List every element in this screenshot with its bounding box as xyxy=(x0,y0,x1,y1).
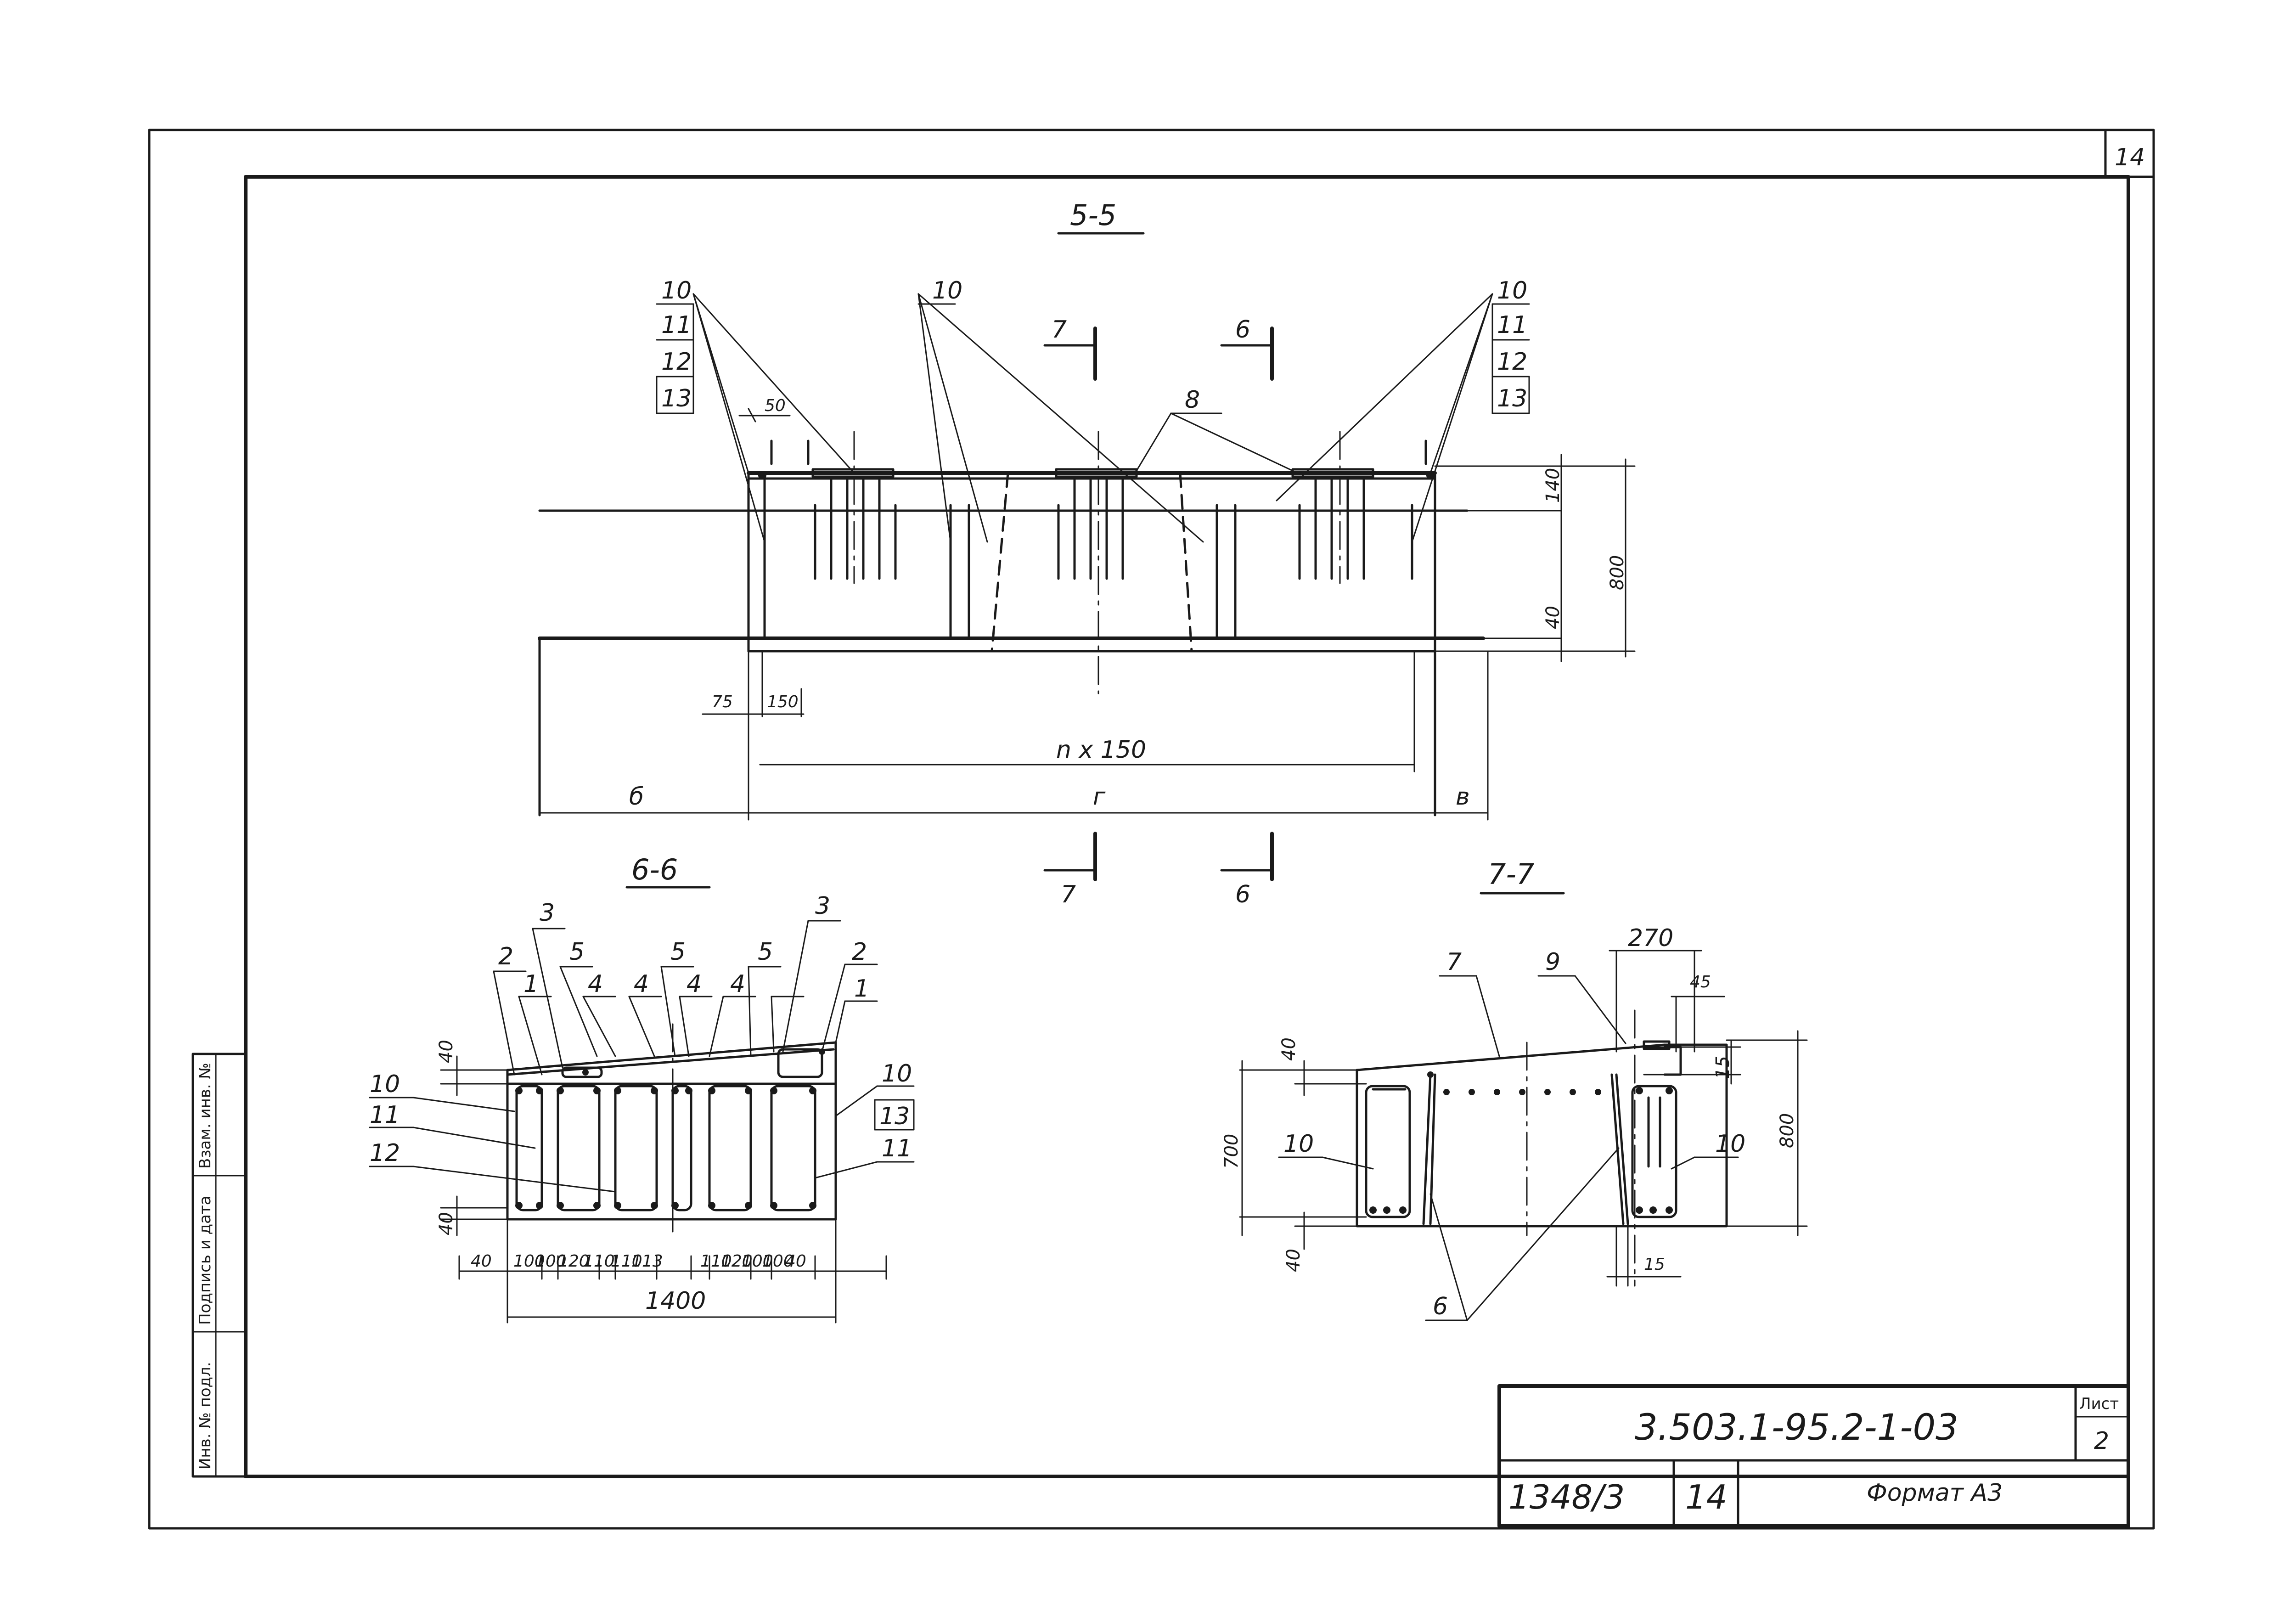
dim66-chain-8: 120 xyxy=(721,1252,753,1271)
left-stack-label-2: 11 xyxy=(661,311,692,339)
dim66-chain-5: 110 xyxy=(611,1252,642,1271)
cut7-top: 7 xyxy=(1052,316,1067,344)
lbl66-2-right: 2 xyxy=(852,938,867,966)
lbl66-5-b: 5 xyxy=(670,938,686,966)
lbl66-1-left: 1 xyxy=(523,970,539,998)
dim66-chain-2: 100 xyxy=(535,1252,567,1271)
section-5-5: 5-5 xyxy=(538,198,1636,908)
dim-75: 75 xyxy=(712,693,733,711)
lbl77-7: 7 xyxy=(1446,948,1462,976)
dim77-45: 45 xyxy=(1690,973,1711,991)
section-5-5-title: 5-5 xyxy=(1070,198,1116,232)
lbl66-10-left: 10 xyxy=(370,1070,400,1098)
sheet-number: 2 xyxy=(2094,1427,2109,1455)
dim77-700: 700 xyxy=(1221,1134,1242,1169)
lbl77-10-right: 10 xyxy=(1715,1130,1745,1158)
archive-number: 1348/3 xyxy=(1508,1478,1625,1516)
sign-date-label: Подпись и дата xyxy=(196,1195,214,1325)
lbl66-4-b: 4 xyxy=(634,970,649,998)
inv-no-orig-label: Инв. № подл. xyxy=(196,1362,214,1470)
replace-inv-label: Взам. инв. № xyxy=(196,1063,214,1169)
dim77-15-bottom: 15 xyxy=(1644,1255,1665,1274)
label-8: 8 xyxy=(1185,386,1200,414)
dim66-40-top: 40 xyxy=(436,1040,457,1063)
section-7-7: 7-7 xyxy=(1221,857,1808,1321)
right-stack-label-1: 10 xyxy=(1497,277,1527,304)
section-6-6-title: 6-6 xyxy=(631,853,678,886)
dim-50: 50 xyxy=(765,396,786,415)
dim-b: б xyxy=(629,783,644,811)
lbl66-12-left: 12 xyxy=(370,1139,400,1167)
lbl66-4-d: 4 xyxy=(730,970,745,998)
dim77-15-top: 15 xyxy=(1712,1056,1733,1079)
lbl66-13-right: 13 xyxy=(879,1103,910,1130)
lbl66-4-a: 4 xyxy=(588,970,603,998)
dim77-40-top: 40 xyxy=(1278,1037,1300,1061)
dim77-800: 800 xyxy=(1777,1113,1798,1148)
dim66-40-bottom: 40 xyxy=(436,1212,457,1235)
dim-g: г xyxy=(1093,783,1106,811)
right-stack-label-4: 13 xyxy=(1497,385,1527,412)
left-stack-label-4: 13 xyxy=(661,385,692,412)
dim77-40-bottom: 40 xyxy=(1283,1249,1304,1272)
lbl77-6: 6 xyxy=(1433,1293,1448,1320)
left-stack-label-1: 10 xyxy=(661,277,692,304)
dim77-270: 270 xyxy=(1628,924,1673,952)
cut6-bottom: 6 xyxy=(1235,881,1250,908)
sheet-frame: 14 xyxy=(148,129,2155,1530)
dim-40: 40 xyxy=(1542,606,1564,629)
cut6-top: 6 xyxy=(1235,316,1250,344)
side-stamp: Инв. № подл. Подпись и дата Взам. инв. № xyxy=(191,1053,247,1478)
dim66-chain-10: 100 xyxy=(762,1252,794,1271)
dim66-chain-7: 110 xyxy=(700,1252,732,1271)
dim66-chain-3: 120 xyxy=(558,1252,590,1271)
dim-140: 140 xyxy=(1542,468,1564,503)
right-stack-label-2: 11 xyxy=(1497,311,1527,339)
lbl77-9: 9 xyxy=(1545,948,1560,976)
lbl66-3-right: 3 xyxy=(815,892,830,920)
lbl66-11-right: 11 xyxy=(882,1135,912,1162)
lbl66-2-left: 2 xyxy=(498,943,513,970)
lbl66-1-right: 1 xyxy=(854,975,869,1003)
sheet-label: Лист xyxy=(2079,1395,2119,1413)
lbl66-11-left: 11 xyxy=(370,1101,400,1129)
lbl66-10-right: 10 xyxy=(882,1060,912,1087)
dim66-chain-9: 100 xyxy=(742,1252,773,1271)
cut7-bottom: 7 xyxy=(1061,881,1076,908)
dim-nx150: n x 150 xyxy=(1056,736,1146,764)
center-label-10: 10 xyxy=(932,277,962,304)
dim-800: 800 xyxy=(1607,555,1628,590)
lbl66-3-left: 3 xyxy=(540,899,555,927)
dim66-chain-0: 40 xyxy=(471,1252,492,1271)
dim66-total: 1400 xyxy=(645,1287,706,1315)
dim-v: в xyxy=(1456,783,1470,811)
lbl77-10-left: 10 xyxy=(1283,1130,1314,1158)
dim66-chain-1: 100 xyxy=(513,1252,545,1271)
corner-number: 14 xyxy=(2115,144,2145,171)
title-block: 3.503.1-95.2-1-03 Лист 2 1348/3 14 Форма… xyxy=(1497,1384,2130,1528)
section-7-7-title: 7-7 xyxy=(1488,857,1534,891)
dim-150: 150 xyxy=(767,693,799,711)
dim66-chain-6: 113 xyxy=(631,1252,663,1271)
lbl66-4-c: 4 xyxy=(687,970,702,998)
dim66-chain-4: 110 xyxy=(583,1252,615,1271)
lbl66-5-c: 5 xyxy=(758,938,773,966)
format-label: Формат А3 xyxy=(1867,1479,2003,1507)
lbl66-5-a: 5 xyxy=(569,938,585,966)
right-stack-label-3: 12 xyxy=(1497,348,1527,376)
section-6-6: 6-6 xyxy=(369,853,915,1324)
doc-code: 3.503.1-95.2-1-03 xyxy=(1635,1407,1958,1448)
page-number: 14 xyxy=(1685,1478,1728,1516)
left-stack-label-3: 12 xyxy=(661,348,692,376)
dim66-chain-11: 40 xyxy=(785,1252,806,1271)
